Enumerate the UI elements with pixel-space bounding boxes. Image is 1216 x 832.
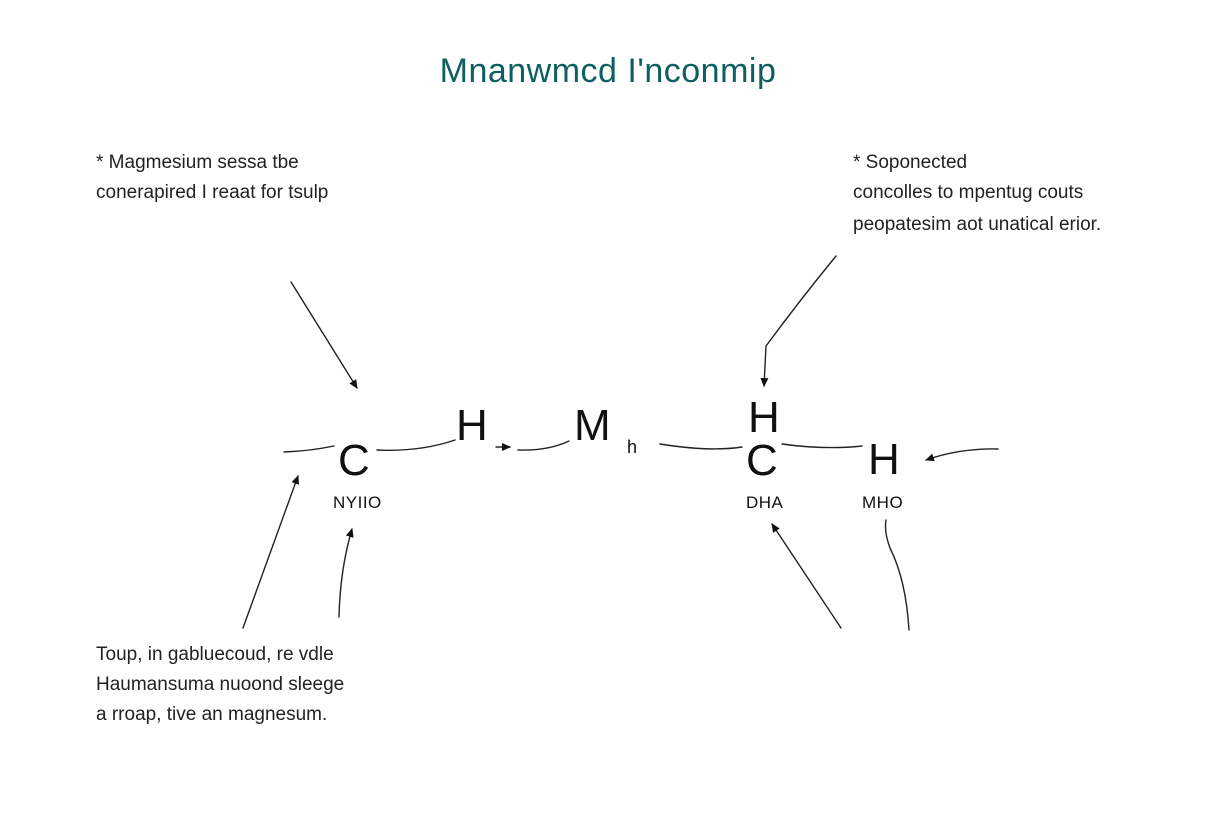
annotation-top-left: * Magmesium sessa tbe conerapired I reaa… (96, 148, 328, 208)
bond-line (659, 443, 743, 450)
annotation-bottom-left: Toup, in gabluecoud, re vdle Haumansuma … (96, 640, 344, 730)
arrow-bottom-right-1 (771, 523, 842, 629)
atom-m: M (574, 401, 611, 450)
arrow-right (925, 448, 999, 462)
annotation-top-right: * Soponected concolles to mpentug couts … (853, 148, 1101, 240)
label-mho: MHO (862, 493, 904, 512)
atom-hydrogen-1: H (456, 401, 488, 450)
annotation-line: conerapired I reaat for tsulp (96, 182, 329, 203)
arrow-bottom-left-2 (338, 528, 354, 618)
atom-carbon-left: C (338, 436, 370, 485)
annotation-line: peopatesim aot unatical erior. (853, 214, 1102, 235)
diagram-title: Mnanwmcd I'nconmip (439, 52, 777, 90)
arrow-bottom-right-2 (884, 519, 910, 631)
label-nyiio: NYIIO (333, 493, 382, 512)
bond-line (376, 439, 456, 451)
atom-small-h: h (627, 437, 638, 457)
annotation-line: Toup, in gabluecoud, re vdle (96, 644, 334, 665)
atom-carbon-right: C (746, 436, 778, 485)
bond-line (517, 440, 570, 451)
arrow-top-left (290, 281, 358, 389)
arrow-top-right (760, 255, 837, 387)
annotation-line: * Magmesium sessa tbe (96, 152, 299, 173)
bond-line (781, 443, 863, 449)
arrow-bottom-left-1 (242, 475, 300, 629)
bond-line (283, 445, 335, 453)
label-dha: DHA (746, 493, 784, 512)
annotation-line: * Soponected (853, 152, 968, 173)
atom-hydrogen-top: H (748, 393, 780, 442)
atom-hydrogen-right: H (868, 435, 900, 484)
annotation-line: concolles to mpentug couts (853, 182, 1084, 203)
annotation-line: Haumansuma nuoond sleege (96, 674, 345, 695)
annotation-line: a rroap, tive an magnesum. (96, 704, 328, 725)
